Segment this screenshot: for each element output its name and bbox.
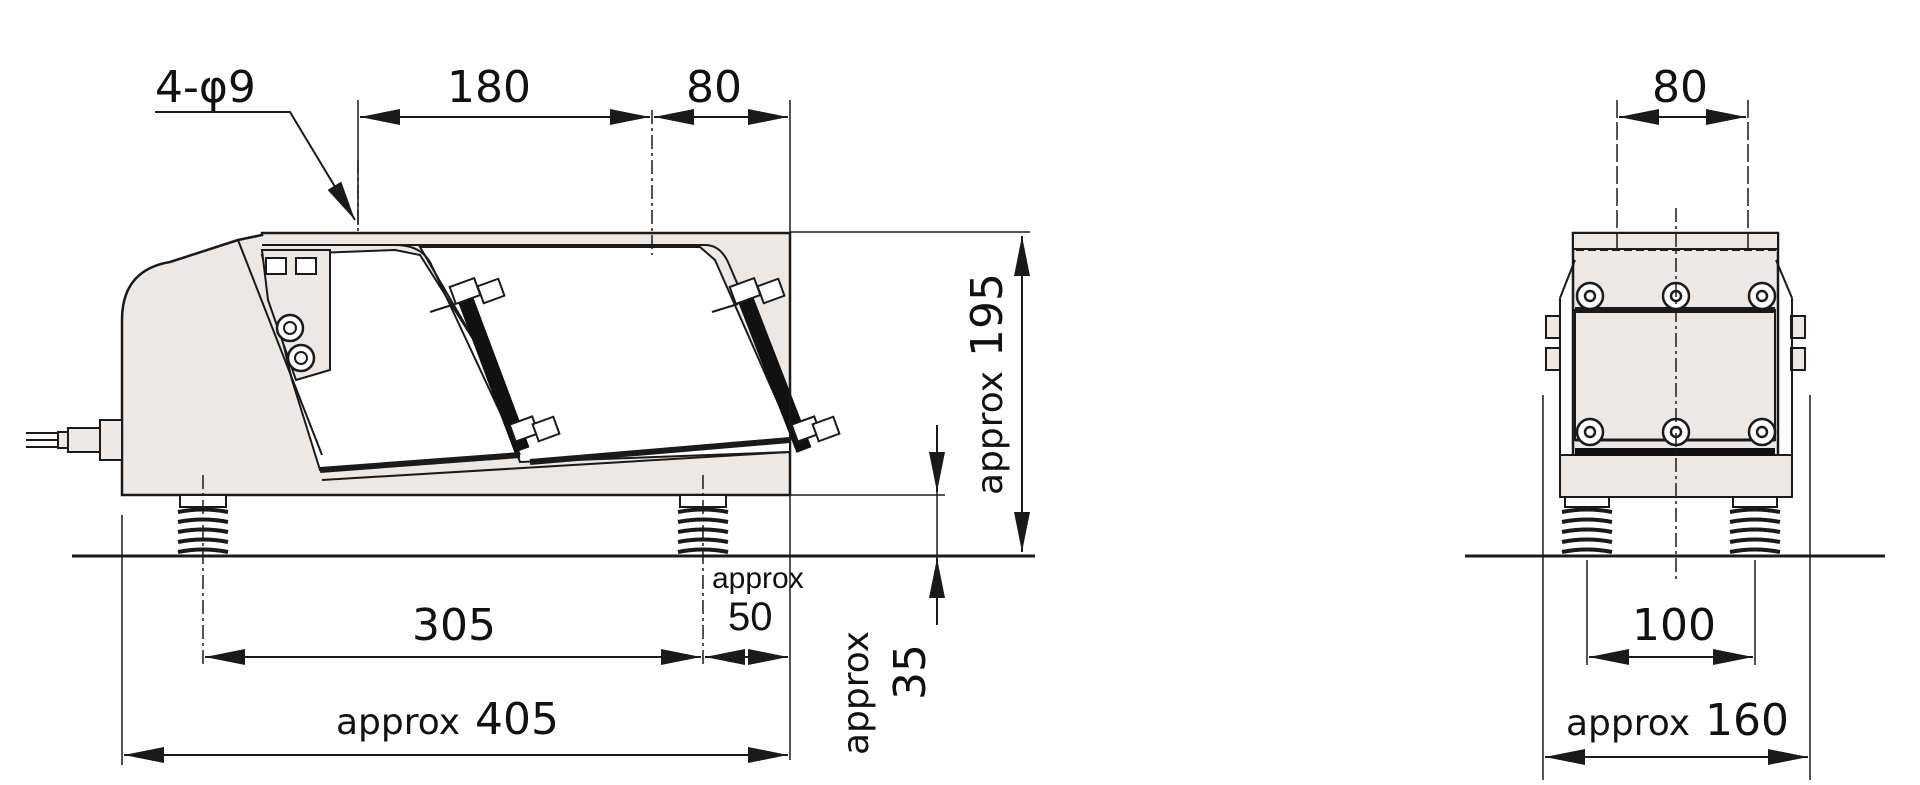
terminal-block-2 — [295, 257, 317, 275]
label-35: 35 — [885, 644, 936, 700]
label-approx-160: approx — [1566, 703, 1690, 744]
bolt-group — [448, 276, 841, 443]
tray-rail-top — [262, 244, 801, 431]
terminal-block-1 — [265, 257, 287, 275]
label-approx-195: approx — [970, 371, 1011, 495]
label-405: 405 — [475, 694, 559, 745]
label-80-side: 80 — [686, 62, 742, 113]
tray-bottom-rail-2 — [529, 437, 791, 465]
side-view — [26, 100, 1035, 765]
front-spring-right — [1729, 496, 1781, 554]
bolt-stub-2 — [711, 303, 739, 313]
mounting-plate — [260, 249, 331, 382]
label-80-front: 80 — [1652, 62, 1708, 113]
tray-rail-top-inner — [394, 244, 521, 456]
label-305: 305 — [412, 600, 496, 651]
cable-gland — [26, 419, 123, 461]
front-view — [1465, 100, 1885, 780]
label-50: 50 — [728, 595, 773, 639]
knob-2-inner — [294, 351, 308, 365]
tab-right-2 — [1790, 347, 1806, 371]
label-180: 180 — [447, 62, 531, 113]
bolt-stub-1 — [429, 303, 456, 313]
dimension-labels: 4-φ9 180 80 approx 195 305 approx 50 app… — [155, 62, 1789, 755]
tray-bottom-rail — [319, 452, 521, 473]
tab-left-1 — [1545, 315, 1561, 339]
tab-left-2 — [1545, 347, 1561, 371]
tray-bottom-outline — [321, 451, 791, 481]
front-spring-left — [1561, 496, 1613, 554]
label-approx-50: approx — [712, 562, 804, 595]
front-side-left — [1559, 259, 1576, 455]
tab-right-1 — [1790, 315, 1806, 339]
label-approx-35: approx — [836, 631, 877, 755]
front-side-right — [1775, 259, 1793, 455]
label-195: 195 — [962, 273, 1013, 357]
knob-1-inner — [283, 321, 297, 335]
leader-holes — [155, 111, 356, 221]
housing-slope — [237, 239, 323, 456]
label-holes: 4-φ9 — [155, 62, 256, 113]
label-160: 160 — [1705, 695, 1789, 746]
label-100: 100 — [1632, 600, 1716, 651]
label-approx-405: approx — [336, 702, 460, 743]
